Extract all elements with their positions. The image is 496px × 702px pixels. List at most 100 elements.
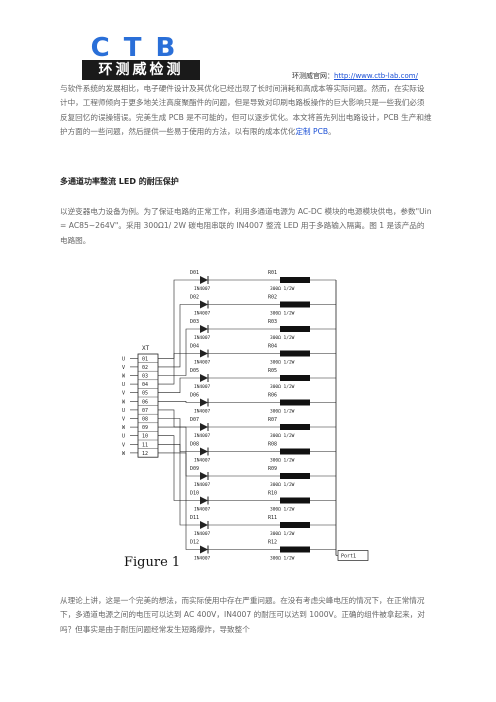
resistor-label: R01	[268, 270, 277, 276]
resistor-label: R04	[268, 344, 277, 350]
connector-pin-label: U	[122, 382, 125, 388]
diode-part-label: IN4007	[194, 311, 211, 317]
connector-pin-label: W	[122, 451, 126, 457]
connector-pin-number: 09	[142, 425, 148, 431]
resistor-body	[280, 522, 310, 528]
diode-symbol	[200, 521, 208, 529]
figure-caption: Figure 1	[124, 555, 181, 570]
diode-part-label: IN4007	[194, 556, 211, 562]
diode-symbol	[200, 300, 208, 309]
connector-pin-number: 10	[142, 434, 148, 440]
diode-symbol	[200, 545, 208, 554]
resistor-label: R06	[268, 393, 277, 399]
diode-part-label: IN4007	[194, 384, 211, 390]
logo-letters-text: CTB	[91, 34, 190, 60]
diode-label: D03	[190, 319, 199, 325]
diode-part-label: IN4007	[194, 286, 211, 292]
diode-label: D02	[190, 295, 199, 301]
resistor-body	[280, 375, 310, 381]
port-label: Port1	[341, 554, 356, 560]
intro-text-end: 。	[328, 127, 336, 137]
wire	[158, 377, 200, 393]
resistor-body	[280, 350, 310, 357]
site-label: 环测威官网：	[292, 72, 334, 80]
logo-letters: CTB	[78, 34, 202, 60]
resistor-value-label: 300Ω 1/2W	[270, 360, 295, 366]
diode-label: D09	[190, 466, 199, 472]
diode-part-label: IN4007	[194, 458, 211, 464]
connector-pin-label: U	[122, 356, 125, 362]
diode-label: D11	[190, 515, 199, 521]
wire	[158, 418, 200, 452]
resistor-label: R11	[268, 515, 277, 521]
resistor-value-label: 300Ω 1/2W	[270, 531, 295, 537]
connector-pin-number: 01	[142, 356, 148, 362]
ctb-logo: CTB 环测威检测	[78, 34, 202, 80]
connector-pin-label: W	[122, 425, 126, 431]
resistor-value-label: 300Ω 1/2W	[270, 556, 295, 562]
wire	[158, 353, 200, 385]
connector-pin-number: 12	[142, 451, 148, 457]
site-url-link[interactable]: http://www.ctb-lab.com/	[334, 72, 418, 80]
diode-symbol	[200, 398, 208, 407]
diode-part-label: IN4007	[194, 433, 211, 439]
diode-part-label: IN4007	[194, 531, 211, 537]
resistor-body	[280, 424, 310, 430]
connector-pin-number: 07	[142, 408, 148, 414]
resistor-label: R10	[268, 491, 277, 497]
resistor-label: R09	[268, 466, 277, 472]
diode-part-label: IN4007	[194, 507, 211, 513]
resistor-label: R05	[268, 368, 277, 374]
intro-text: 与软件系统的发展相比，电子硬件设计及其优化已经出现了长时间消耗和高成本等实际问题…	[60, 84, 432, 137]
resistor-value-label: 300Ω 1/2W	[270, 384, 295, 390]
connector-pin-number: 02	[142, 365, 148, 371]
resistor-body	[280, 301, 310, 308]
connector-pin-number: 06	[142, 399, 148, 405]
connector-pin-label: V	[122, 391, 125, 397]
resistor-body	[280, 326, 310, 332]
custom-pcb-link[interactable]: 定制 PCB	[295, 127, 329, 137]
resistor-body	[280, 277, 310, 283]
resistor-value-label: 300Ω 1/2W	[270, 409, 295, 415]
connector-pin-number: 04	[142, 382, 148, 388]
diode-symbol	[200, 349, 208, 358]
diode-label: D04	[190, 344, 199, 350]
connector-pin-number: 03	[142, 374, 148, 380]
wire	[158, 426, 200, 477]
diode-symbol	[200, 472, 208, 480]
resistor-body	[280, 399, 310, 406]
connector-pin-label: U	[122, 408, 125, 414]
diode-label: D05	[190, 368, 199, 374]
resistor-body	[280, 497, 310, 504]
diode-symbol	[200, 447, 208, 456]
logo-chinese-text: 环测威检测	[82, 60, 200, 80]
resistor-value-label: 300Ω 1/2W	[270, 433, 295, 439]
connector-pin-label: W	[122, 399, 126, 405]
resistor-label: R02	[268, 295, 277, 301]
connector-pin-number: 05	[142, 391, 148, 397]
wire	[158, 328, 200, 376]
diode-part-label: IN4007	[194, 335, 211, 341]
connector-pin-label: W	[122, 374, 126, 380]
wire	[158, 401, 200, 403]
resistor-value-label: 300Ω 1/2W	[270, 335, 295, 341]
connector-pin-number: 11	[142, 442, 148, 448]
connector-pin-label: V	[122, 365, 125, 371]
wire	[158, 435, 200, 501]
resistor-label: R03	[268, 319, 277, 325]
site-line: 环测威官网：http://www.ctb-lab.com/	[292, 71, 418, 81]
resistor-label: R08	[268, 442, 277, 448]
connector-pin-label: U	[122, 434, 125, 440]
diode-label: D06	[190, 393, 199, 399]
diode-label: D12	[190, 540, 199, 546]
resistor-value-label: 300Ω 1/2W	[270, 507, 295, 513]
diode-label: D01	[190, 270, 199, 276]
diode-label: D08	[190, 442, 199, 448]
diode-symbol	[200, 325, 208, 333]
resistor-body	[280, 546, 310, 553]
footer-paragraph: 从理论上讲，这是一个完美的想法，而实际使用中存在严重问题。在没有考虑尖峰电压的情…	[60, 596, 425, 634]
diode-part-label: IN4007	[194, 482, 211, 488]
diode-symbol	[200, 496, 208, 505]
diode-label: D07	[190, 417, 199, 423]
